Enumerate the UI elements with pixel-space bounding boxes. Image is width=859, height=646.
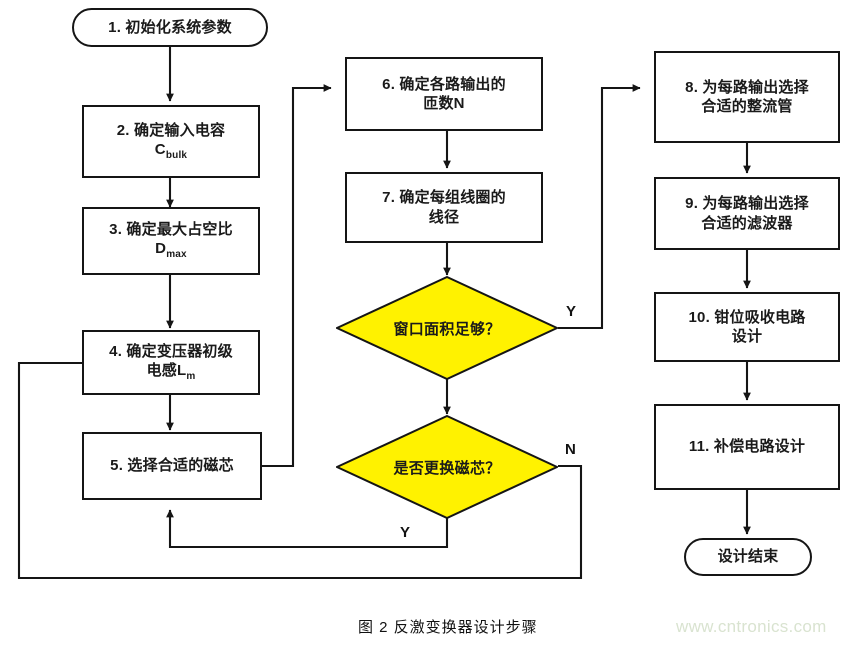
node-2-label: 2. 确定输入电容 Cbulk	[117, 121, 225, 163]
node-6-line2: 匝数N	[423, 95, 465, 112]
node-8-line1: 8. 为每路输出选择	[685, 78, 809, 96]
node-5-label: 5. 选择合适的磁芯	[110, 457, 234, 475]
decision-change-core-label: 是否更换磁芯？	[393, 459, 501, 477]
edge-label-d1-yes: Y	[566, 303, 577, 320]
edge-label-d2-no: N	[565, 441, 576, 458]
node-10-line1: 10. 钳位吸收电路	[688, 308, 806, 326]
node-7-wire-diameter[interactable]: 7. 确定每组线圈的 线径	[345, 172, 543, 243]
node-6-label: 6. 确定各路输出的 匝数N	[382, 75, 506, 113]
node-end-label: 设计结束	[717, 548, 779, 566]
node-2-line2: Cbulk	[154, 140, 188, 161]
node-9-label: 9. 为每路输出选择 合适的滤波器	[685, 194, 809, 232]
node-10-clamp-snubber[interactable]: 10. 钳位吸收电路 设计	[654, 292, 840, 362]
node-8-label: 8. 为每路输出选择 合适的整流管	[685, 78, 809, 116]
node-4-line1: 4. 确定变压器初级	[109, 342, 233, 360]
node-end[interactable]: 设计结束	[684, 538, 812, 576]
node-3-line2: Dmax	[155, 240, 187, 261]
site-watermark: www.cntronics.com	[676, 617, 827, 636]
node-decision-change-core[interactable]: 是否更换磁芯？	[336, 415, 558, 519]
node-3-line1: 3. 确定最大占空比	[109, 221, 233, 238]
edge-label-d2-yes: Y	[400, 524, 411, 541]
node-2-line1: 2. 确定输入电容	[116, 121, 226, 139]
node-11-label: 11. 补偿电路设计	[688, 438, 806, 456]
node-10-label: 10. 钳位吸收电路 设计	[688, 308, 805, 346]
node-7-label: 7. 确定每组线圈的 线径	[382, 188, 506, 226]
node-decision-window-area[interactable]: 窗口面积足够？	[336, 276, 558, 380]
node-9-line2: 合适的滤波器	[701, 214, 793, 232]
node-4-line2: 电感Lm	[146, 361, 196, 382]
node-9-line1: 9. 为每路输出选择	[685, 195, 809, 213]
node-7-line2: 线径	[428, 208, 460, 226]
node-3-label: 3. 确定最大占空比 Dmax	[109, 220, 233, 262]
edge-5-to-6	[262, 84, 332, 468]
node-start-label: 1. 初始化系统参数	[108, 18, 232, 36]
node-8-select-rectifier[interactable]: 8. 为每路输出选择 合适的整流管	[654, 51, 840, 143]
decision-window-area-label: 窗口面积足够？	[393, 320, 501, 338]
node-start[interactable]: 1. 初始化系统参数	[72, 8, 268, 47]
node-2-input-capacitor[interactable]: 2. 确定输入电容 Cbulk	[82, 105, 260, 178]
node-10-line2: 设计	[731, 328, 763, 345]
node-9-select-filter[interactable]: 9. 为每路输出选择 合适的滤波器	[654, 177, 840, 250]
node-3-max-duty-cycle[interactable]: 3. 确定最大占空比 Dmax	[82, 207, 260, 275]
edge-d1-yes-to-8	[558, 84, 641, 330]
node-6-line1: 6. 确定各路输出的	[382, 75, 506, 93]
node-6-turns-number[interactable]: 6. 确定各路输出的 匝数N	[345, 57, 543, 131]
node-5-select-core[interactable]: 5. 选择合适的磁芯	[82, 432, 262, 500]
node-4-label: 4. 确定变压器初级 电感Lm	[109, 342, 233, 384]
node-4-primary-inductance[interactable]: 4. 确定变压器初级 电感Lm	[82, 330, 260, 395]
node-8-line2: 合适的整流管	[701, 98, 793, 115]
node-11-compensation-circuit[interactable]: 11. 补偿电路设计	[654, 404, 840, 490]
node-7-line1: 7. 确定每组线圈的	[382, 189, 506, 207]
figure-caption: 图 2 反激变换器设计步骤	[358, 619, 538, 636]
